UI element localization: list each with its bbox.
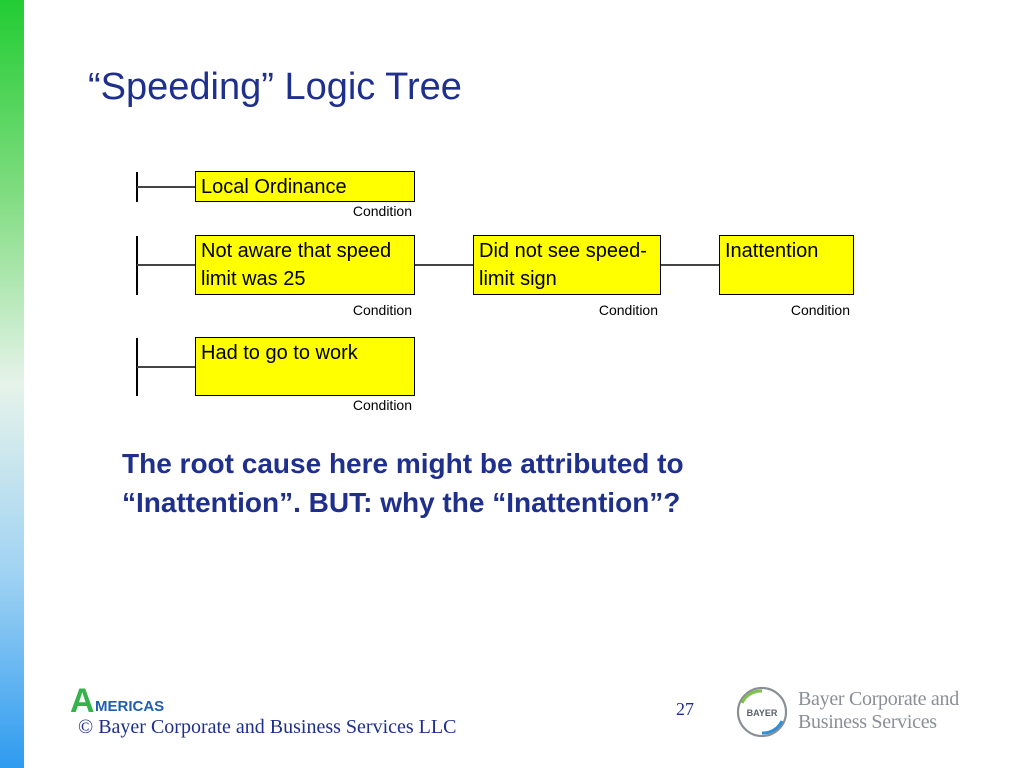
copyright-text: © Bayer Corporate and Business Services …: [78, 716, 457, 738]
tree-node-not-aware: Not aware that speed limit was 25: [195, 235, 415, 295]
tree-node-local-ordinance: Local Ordinance: [195, 171, 415, 202]
node-condition-tag: Condition: [352, 397, 412, 413]
tree-connector: [137, 186, 196, 188]
page-number: 27: [676, 699, 694, 719]
tree-node-did-not-see-sign: Did not see speed-limit sign: [473, 235, 661, 295]
tree-connector: [137, 366, 196, 368]
tree-node-had-to-go-to-work: Had to go to work: [195, 337, 415, 396]
node-condition-tag: Condition: [352, 302, 412, 318]
company-line-1: Bayer Corporate and: [798, 688, 959, 710]
side-gradient-bar: [0, 0, 24, 768]
page-title: “Speeding” Logic Tree: [88, 66, 462, 108]
node-condition-tag: Condition: [598, 302, 658, 318]
tree-connector: [415, 264, 474, 266]
americas-logo-icon: A MERICAS: [70, 684, 164, 716]
company-line-2: Business Services: [798, 711, 937, 733]
americas-logo-initial: A: [70, 684, 95, 716]
node-condition-tag: Condition: [790, 302, 850, 318]
bayer-cross-icon: BAYER: [736, 686, 788, 738]
americas-logo-text: MERICAS: [95, 698, 164, 715]
conclusion-text: The root cause here might be attributed …: [122, 448, 684, 518]
bayer-company-name: Bayer Corporate and Business Services: [798, 688, 959, 734]
bayer-logo-word: BAYER: [747, 708, 778, 718]
tree-connector: [137, 264, 196, 266]
tree-connector: [661, 264, 720, 266]
node-condition-tag: Condition: [352, 203, 412, 219]
tree-node-inattention: Inattention: [719, 235, 854, 295]
